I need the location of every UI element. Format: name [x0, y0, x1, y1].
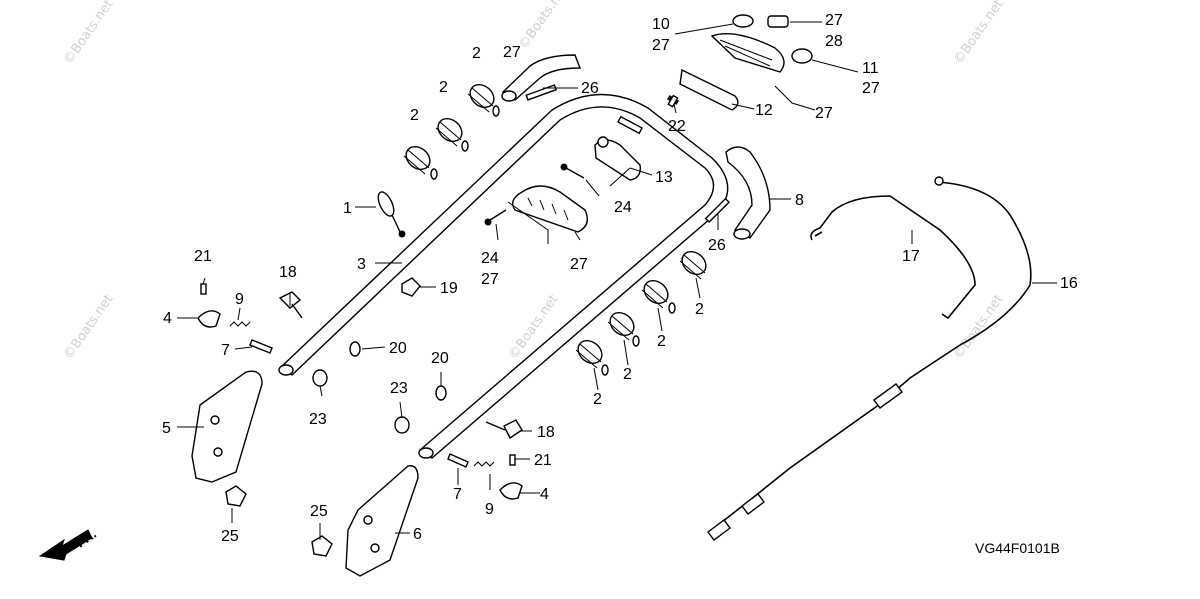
- clip-strip: [525, 84, 558, 101]
- callout-11: 11: [862, 60, 879, 77]
- callout-2: 2: [695, 301, 704, 318]
- callout-20: 20: [431, 350, 449, 367]
- direction-arrow: FR.: [38, 526, 99, 561]
- callout-7: 7: [453, 486, 462, 503]
- callout-26: 26: [708, 237, 726, 254]
- pin: [200, 94, 679, 466]
- spring: [229, 321, 495, 467]
- cable-clamp: [575, 339, 609, 376]
- callout-2: 2: [623, 366, 632, 383]
- callout-16: 16: [1060, 275, 1078, 292]
- grommet-hose: [501, 54, 582, 102]
- callout-27: 27: [815, 105, 833, 122]
- callout-1: 1: [343, 200, 352, 217]
- cable-clamp: [641, 279, 676, 314]
- cable-clamp: [679, 250, 707, 280]
- callout-5: 5: [162, 420, 171, 437]
- cover: [710, 33, 785, 73]
- callout-19: 19: [440, 280, 458, 297]
- callout-17: 17: [902, 248, 920, 265]
- callout-21: 21: [194, 248, 212, 265]
- handle-pipe: [278, 93, 729, 459]
- callout-27: 27: [825, 12, 843, 29]
- clip-strip: [704, 197, 731, 224]
- cable-clamp: [607, 311, 640, 347]
- callout-6: 6: [413, 526, 422, 543]
- cable-guide: [594, 136, 641, 181]
- callout-4: 4: [163, 310, 172, 327]
- knob: [197, 310, 523, 500]
- pivot-pin: [249, 339, 469, 468]
- callout-23: 23: [309, 411, 327, 428]
- callout-24: 24: [481, 250, 499, 267]
- watermark: ©Boats.net: [516, 0, 571, 52]
- bolt: [485, 419, 523, 440]
- collar: [312, 369, 410, 434]
- handle-grip: [512, 185, 588, 233]
- callout-2: 2: [657, 333, 666, 350]
- bolt: [278, 291, 303, 319]
- callout-27: 27: [862, 80, 880, 97]
- callout-25: 25: [221, 528, 239, 545]
- callout-10: 10: [652, 16, 670, 33]
- callout-27: 27: [503, 44, 521, 61]
- callout-2: 2: [410, 107, 419, 124]
- callout-18: 18: [279, 264, 297, 281]
- callout-23: 23: [390, 380, 408, 397]
- callout-27: 27: [481, 271, 499, 288]
- callout-22: 22: [668, 118, 686, 135]
- callout-24: 24: [614, 199, 632, 216]
- callout-3: 3: [357, 256, 366, 273]
- watermark: ©Boats.net: [951, 292, 1006, 362]
- callout-2: 2: [472, 45, 481, 62]
- watermarks: ©Boats.net ©Boats.net ©Boats.net ©Boats.…: [61, 0, 1006, 362]
- handle-bracket: [191, 370, 263, 483]
- callout-28: 28: [825, 33, 843, 50]
- cable-clamp: [403, 145, 438, 180]
- callouts: 1 2 2 2 2 2 2 2 3 4 4 5 6 7 7 8 9 9 10 1…: [162, 12, 1078, 556]
- callout-9: 9: [235, 291, 244, 308]
- watermark: ©Boats.net: [61, 0, 116, 67]
- label: [732, 14, 813, 64]
- callout-20: 20: [389, 340, 407, 357]
- callout-25: 25: [310, 503, 328, 520]
- callout-7: 7: [221, 342, 230, 359]
- callout-2: 2: [439, 79, 448, 96]
- leader-lines: [177, 21, 1057, 540]
- control-rod: [810, 195, 976, 320]
- watermark: ©Boats.net: [61, 292, 116, 362]
- washer: [349, 341, 447, 401]
- callout-26: 26: [581, 80, 599, 97]
- screw: [484, 209, 507, 226]
- callout-13: 13: [655, 169, 673, 186]
- cable-clamp: [435, 117, 469, 152]
- eye-bolt: [377, 191, 406, 238]
- throttle-cable: [707, 176, 1032, 541]
- cable-clip: [666, 68, 739, 111]
- screw: [560, 163, 585, 179]
- callout-27: 27: [652, 37, 670, 54]
- nut: [401, 277, 421, 297]
- watermark: ©Boats.net: [951, 0, 1006, 67]
- flange-nut: [225, 485, 333, 557]
- callout-4: 4: [540, 486, 549, 503]
- callout-2: 2: [593, 391, 602, 408]
- callout-8: 8: [795, 192, 804, 209]
- callout-27: 27: [570, 256, 588, 273]
- callout-9: 9: [485, 501, 494, 518]
- hose: [725, 146, 771, 240]
- cable-clamp: [467, 83, 500, 117]
- callout-12: 12: [755, 102, 773, 119]
- diagram-code: VG44F0101B: [975, 540, 1060, 556]
- callout-18: 18: [537, 424, 555, 441]
- handle-bracket: [345, 465, 419, 577]
- callout-21: 21: [534, 452, 552, 469]
